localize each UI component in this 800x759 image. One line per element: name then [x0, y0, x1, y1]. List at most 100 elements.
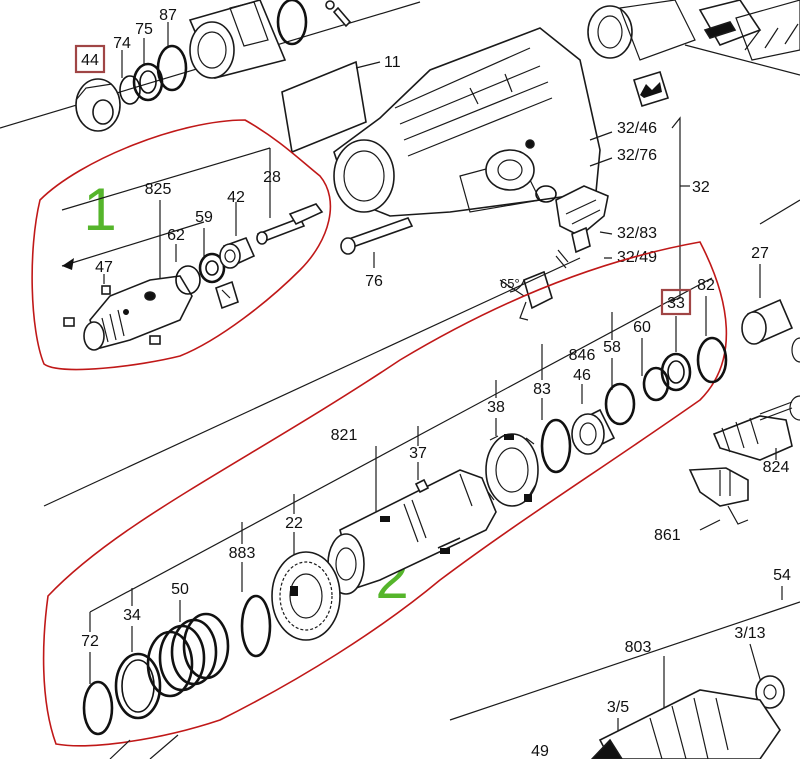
angle-mark-line: [499, 279, 525, 297]
label-846: 846: [569, 347, 596, 364]
label-11: 11: [384, 54, 401, 71]
label-46: 46: [573, 367, 591, 384]
label-32: 32: [692, 179, 710, 196]
part-72-ring[interactable]: [82, 680, 114, 736]
part-top-pin[interactable]: [332, 6, 352, 28]
part-62-ring[interactable]: [175, 265, 201, 295]
part-33-washer[interactable]: [660, 352, 692, 392]
part-59-washer[interactable]: [198, 252, 226, 284]
label-82: 82: [697, 277, 715, 294]
part-58-washer[interactable]: [604, 382, 636, 426]
part-46-bearing[interactable]: [571, 408, 616, 455]
label-54: 54: [773, 567, 791, 584]
part-pin-small[interactable]: [437, 537, 461, 549]
label-27: 27: [751, 245, 769, 262]
angle-label: 65°: [500, 276, 520, 291]
part-883-ring[interactable]: [240, 594, 272, 658]
label-83: 83: [533, 381, 551, 398]
highlight-box-33: [660, 288, 692, 316]
label-62: 62: [167, 227, 185, 244]
part-gearbox-housing[interactable]: [333, 27, 601, 217]
part-32-knob[interactable]: [555, 185, 609, 254]
label-76: 76: [365, 273, 383, 290]
leaders-32-sub: [589, 131, 613, 259]
label-74: 74: [113, 35, 131, 52]
part-76-bolt[interactable]: [340, 217, 414, 255]
part-22-gear[interactable]: [271, 551, 341, 641]
part-11-plate[interactable]: [281, 60, 367, 154]
label-32-49: 32/49: [617, 249, 657, 266]
leader-3-13: [749, 643, 763, 687]
part-bottom-fragment: [109, 734, 179, 759]
part-74-ring[interactable]: [119, 75, 141, 105]
part-27-bearing[interactable]: [741, 298, 794, 345]
part-34-disc[interactable]: [114, 652, 162, 720]
label-825: 825: [145, 181, 172, 198]
label-50: 50: [171, 581, 189, 598]
label-28: 28: [263, 169, 281, 186]
part-47-ball[interactable]: [101, 285, 111, 295]
group-1-outline: [31, 119, 332, 371]
part-28-striker[interactable]: [256, 203, 324, 245]
part-83-ring[interactable]: [540, 418, 572, 474]
label-32-83: 32/83: [617, 225, 657, 242]
label-44: 44: [81, 52, 99, 69]
part-top-right-assembly[interactable]: [587, 0, 800, 76]
part-37-pin[interactable]: [414, 478, 430, 494]
label-60: 60: [633, 319, 651, 336]
label-72: 72: [81, 633, 99, 650]
group-1-number: 1: [83, 176, 116, 243]
label-824: 824: [763, 459, 790, 476]
label-34: 34: [123, 607, 141, 624]
part-group1-block[interactable]: [215, 280, 239, 310]
part-top-screw[interactable]: [325, 0, 335, 10]
part-825-tool-holder[interactable]: [83, 275, 193, 351]
part-44-nut[interactable]: [75, 78, 121, 132]
part-32-spring[interactable]: [555, 249, 569, 269]
label-32-46: 32/46: [617, 120, 657, 137]
part-803-armature[interactable]: [590, 689, 781, 759]
part-47-pin-a[interactable]: [63, 317, 75, 327]
part-top-ring[interactable]: [276, 0, 308, 46]
angle-arc: [509, 279, 525, 293]
label-821: 821: [331, 427, 358, 444]
part-60-washer[interactable]: [642, 366, 670, 402]
right-frame-line-top: [759, 199, 800, 225]
highlight-box-44: [74, 44, 106, 74]
part-42-sleeve[interactable]: [219, 236, 256, 269]
label-3-13: 3/13: [734, 625, 765, 642]
label-59: 59: [195, 209, 213, 226]
group-1-arrow-line: [61, 221, 205, 267]
part-right-edge[interactable]: [789, 337, 800, 421]
label-47: 47: [95, 259, 113, 276]
part-38-clutch[interactable]: [485, 433, 539, 507]
part-82-ring[interactable]: [696, 336, 728, 384]
label-42: 42: [227, 189, 245, 206]
label-861: 861: [654, 527, 681, 544]
part-small-washer[interactable]: [535, 185, 557, 203]
part-3-13-bearing[interactable]: [755, 675, 785, 709]
part-50-spring[interactable]: [146, 612, 230, 698]
label-22: 22: [285, 515, 303, 532]
part-47-pin-b[interactable]: [149, 335, 161, 345]
group-1-frame-line: [61, 147, 271, 211]
leader-11: [355, 61, 381, 69]
tool-symbol-icon: [633, 71, 669, 107]
group-1-arrow-head: [62, 258, 74, 270]
label-87: 87: [159, 7, 177, 24]
part-87-ring[interactable]: [156, 44, 188, 92]
label-75: 75: [135, 21, 153, 38]
label-32-76: 32/76: [617, 147, 657, 164]
group-2-frame-line: [89, 277, 713, 613]
part-top-cap[interactable]: [188, 0, 287, 79]
label-3-5: 3/5: [607, 699, 629, 716]
label-49: 49: [531, 743, 549, 759]
part-824-armature-shaft[interactable]: [712, 401, 793, 461]
part-861-bracket[interactable]: [688, 467, 749, 525]
label-883: 883: [229, 545, 256, 562]
part-821-hammer-tube[interactable]: [327, 469, 497, 595]
bracket-32: [667, 116, 681, 303]
label-37: 37: [409, 445, 427, 462]
